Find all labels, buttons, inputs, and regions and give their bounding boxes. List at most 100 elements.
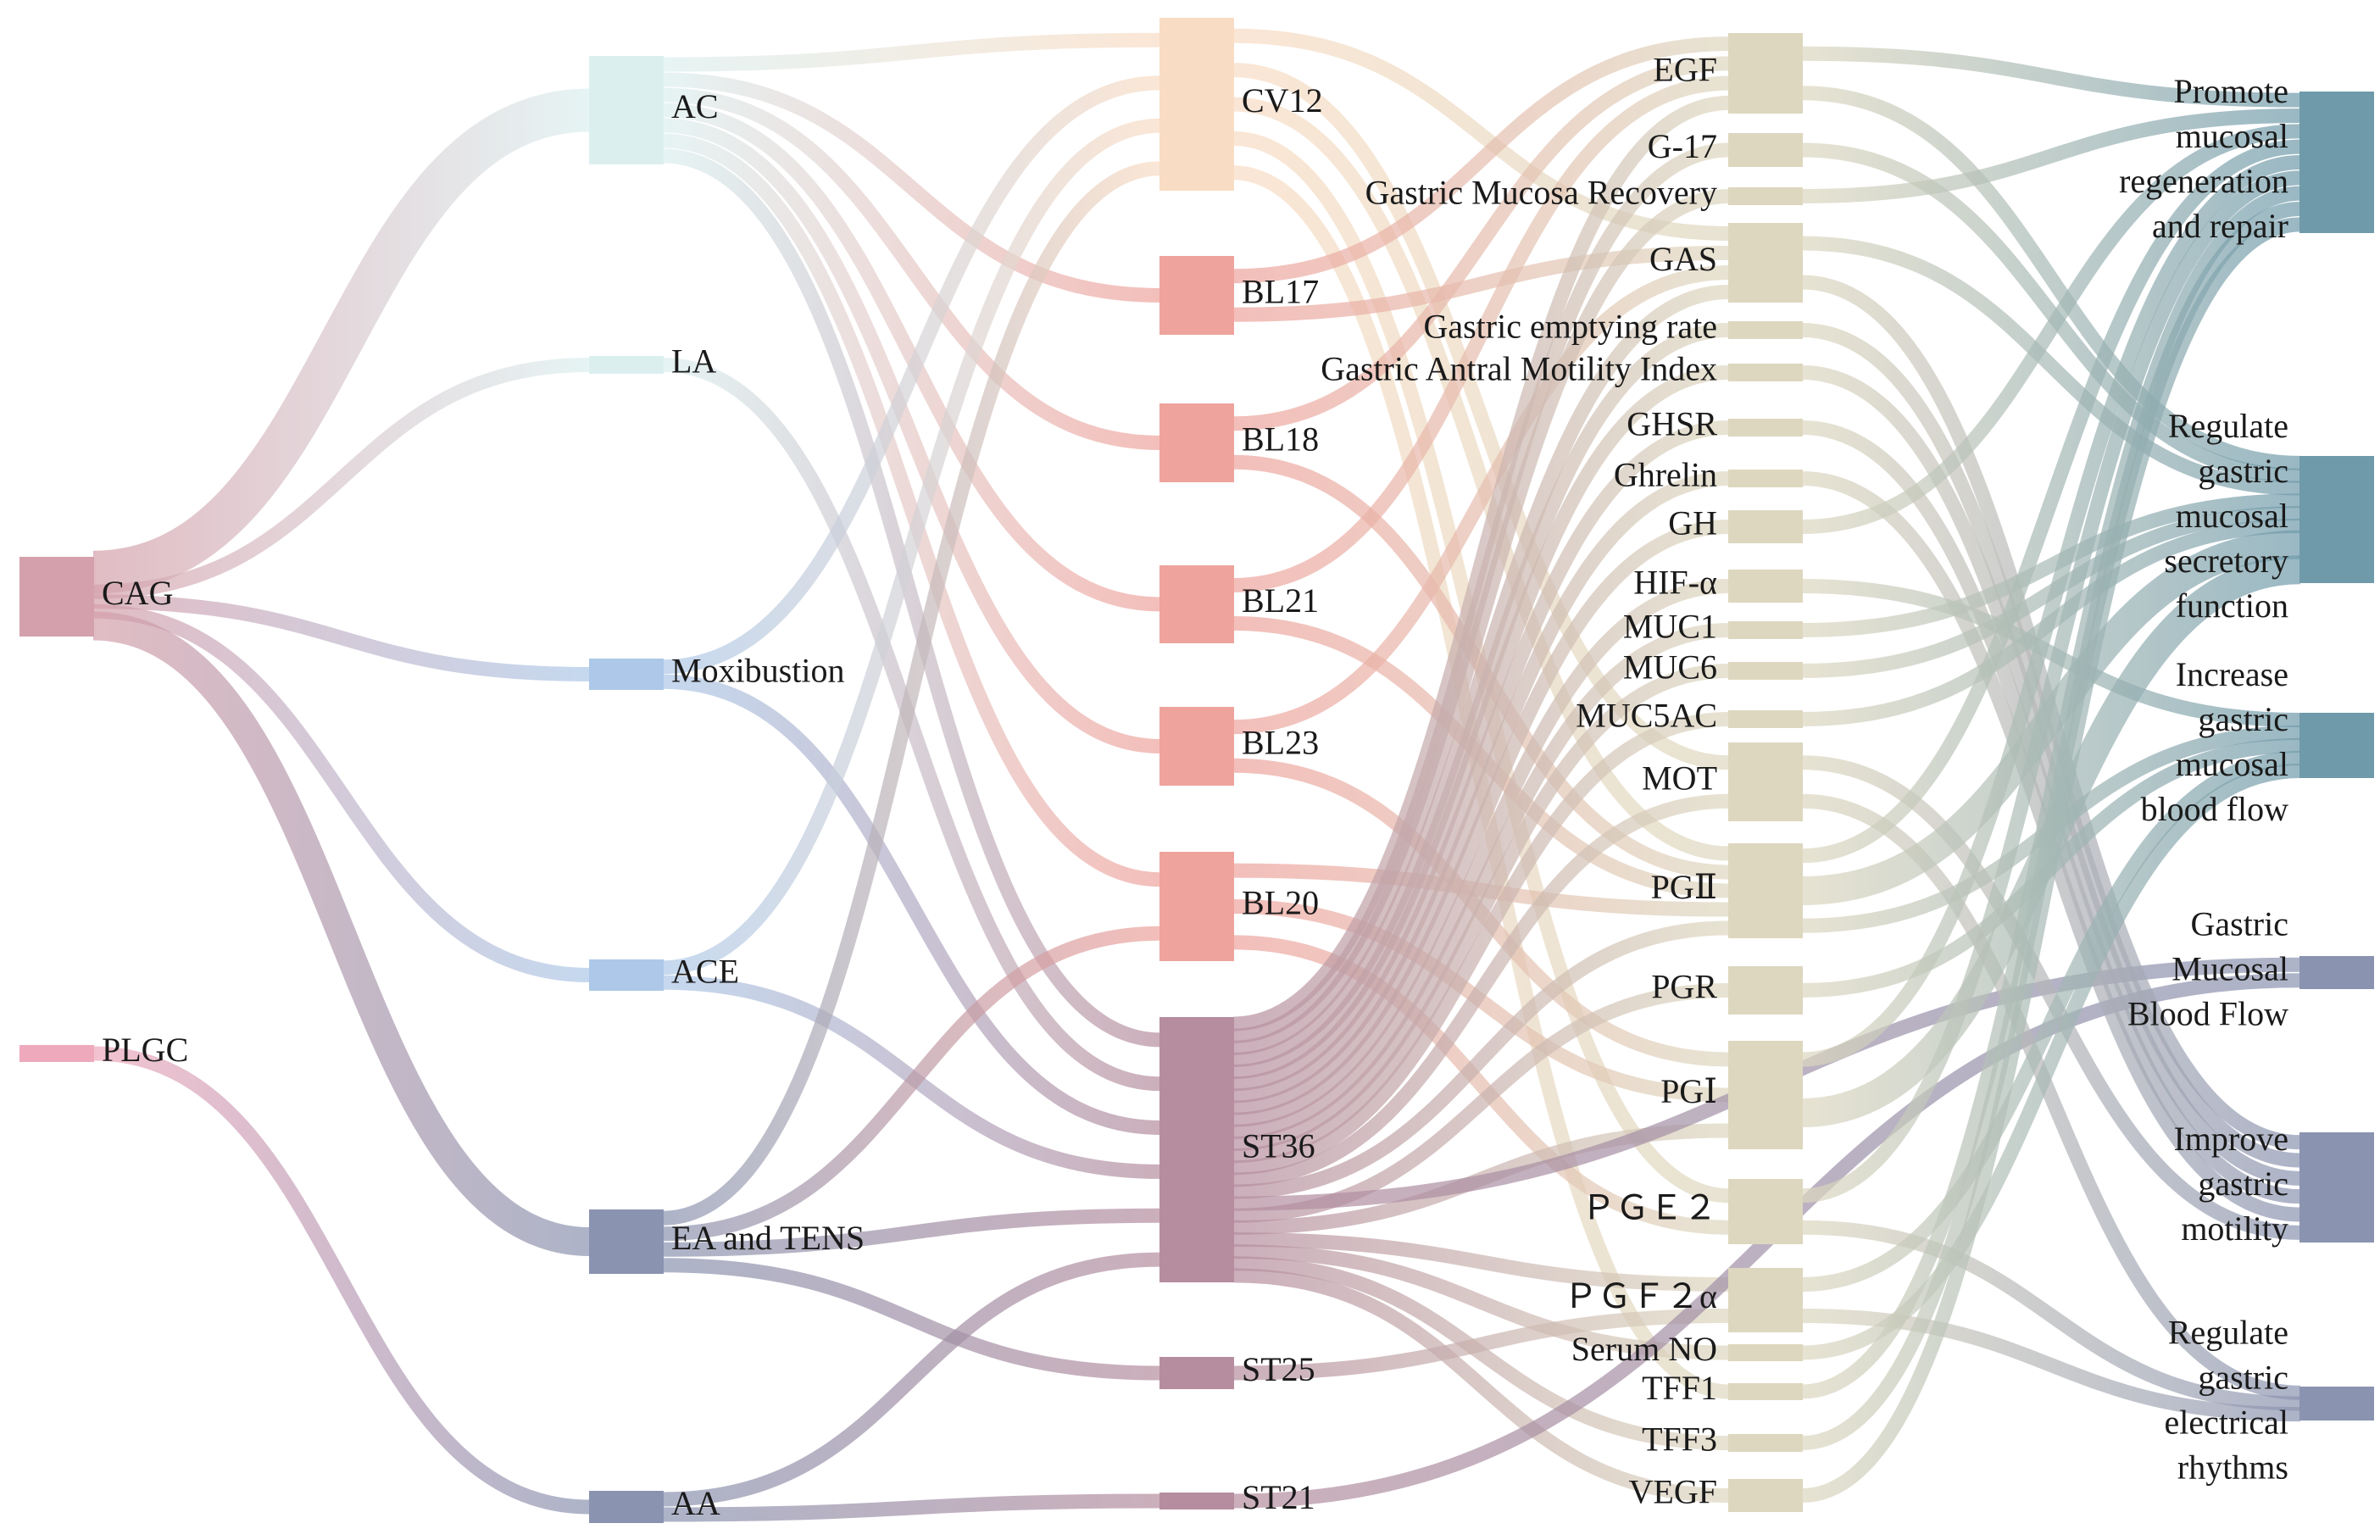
node-Increase gastric mucosal blood flow: [2299, 713, 2374, 778]
node-Gastric Antral Motility Index: [1728, 364, 1803, 381]
node-label-Gastric Mucosal Blood Flow: GastricMucosalBlood Flow: [2127, 905, 2288, 1033]
node-AA: [589, 1491, 664, 1523]
link-BL21-to-EGF: [1232, 75, 1730, 592]
link-PGⅡ-to-Regulate gastric mucosal secretory function: [1801, 530, 2301, 905]
link-CV12-to-MOT: [1232, 63, 1730, 770]
node-label-TFF3: TFF3: [1642, 1420, 1717, 1459]
node-PLGC: [19, 1045, 94, 1062]
node-ST21: [1159, 1493, 1234, 1509]
node-label-MUC5AC: MUC5AC: [1576, 697, 1717, 735]
node-Regulate gastric electrical rhythms: [2299, 1387, 2374, 1420]
node-label-MUC6: MUC6: [1623, 648, 1717, 687]
node-MUC1: [1728, 621, 1803, 639]
node-label-Ghrelin: Ghrelin: [1614, 456, 1717, 494]
node-Gastric Mucosal Blood Flow: [2299, 956, 2374, 989]
node-BL17: [1159, 256, 1234, 335]
node-label-Increase gastric mucosal blood flow: Increasegastricmucosalblood flow: [2141, 655, 2289, 828]
link-ST36-to-GHSR: [1232, 420, 1730, 1104]
link-ACE-to-CV12: [662, 118, 1161, 976]
link-ST36-to-Gastric Antral Motility Index: [1232, 365, 1730, 1092]
node-label-PGⅠ: PGⅠ: [1660, 1072, 1717, 1110]
link-AC-to-BL20: [662, 133, 1161, 887]
node-PGR: [1728, 966, 1803, 1015]
node-label-MOT: MOT: [1642, 759, 1717, 798]
node-VEGF: [1728, 1479, 1803, 1512]
node-label-ST21: ST21: [1242, 1478, 1315, 1516]
link-HIF-α-to-Increase gastric mucosal blood flow: [1801, 579, 2301, 727]
link-ST36-to-TFF3: [1232, 1256, 1730, 1450]
node-label-HIF-α: HIF-α: [1633, 564, 1717, 602]
node-label-CAG: CAG: [102, 574, 173, 612]
node-label-BL21: BL21: [1242, 581, 1319, 620]
link-PGⅡ-to-Promote mucosal regeneration and repair: [1801, 139, 2301, 864]
node-label-GAS: GAS: [1649, 240, 1717, 278]
link-BL23-to-GAS: [1232, 265, 1730, 735]
node-Gastric Mucosa Recovery: [1728, 187, 1803, 205]
link-ST36-to-MUC5AC: [1232, 712, 1730, 1176]
node-label-ACE: ACE: [671, 953, 739, 991]
link-EA and TENS-to-CV12: [662, 161, 1161, 1226]
link-ST36-to-PGF2α: [1232, 1232, 1730, 1292]
link-AC-to-ST36: [662, 148, 1161, 1048]
node-label-Regulate gastric mucosal secretory function: Regulategastricmucosalsecretoryfunction: [2164, 407, 2288, 625]
node-Regulate gastric mucosal secretory function: [2299, 456, 2374, 583]
node-ST25: [1159, 1357, 1234, 1389]
link-AC-to-BL17: [662, 72, 1161, 303]
link-BL18-to-EGF: [1232, 56, 1730, 431]
node-label-Gastric Mucosa Recovery: Gastric Mucosa Recovery: [1365, 174, 1717, 212]
node-MUC6: [1728, 662, 1803, 680]
node-TFF3: [1728, 1434, 1803, 1452]
link-AA-to-ST36: [662, 1252, 1161, 1507]
link-MUC1-to-Regulate gastric mucosal secretory function: [1801, 493, 2301, 637]
node-label-AC: AC: [671, 87, 719, 125]
node-Improve gastric motility: [2299, 1132, 2374, 1243]
link-ST36-to-MUC6: [1232, 664, 1730, 1164]
link-ST36-to-GH: [1232, 520, 1730, 1127]
node-PGⅡ: [1728, 843, 1803, 938]
link-MOT-to-Improve gastric motility: [1801, 755, 2301, 1240]
link-ST36-to-MUC1: [1232, 623, 1730, 1151]
node-label-BL20: BL20: [1242, 884, 1319, 922]
node-label-LA: LA: [671, 342, 716, 381]
node-EGF: [1728, 33, 1803, 114]
link-PGF2α-to-Increase gastric mucosal blood flow: [1801, 751, 2301, 1292]
node-BL20: [1159, 852, 1234, 961]
links-layer: [92, 28, 2301, 1522]
link-AC-to-BL18: [662, 87, 1161, 450]
link-PLGC-to-AA: [92, 1046, 591, 1515]
node-label-ST36: ST36: [1242, 1127, 1315, 1165]
link-BL17-to-EGF: [1232, 36, 1730, 284]
node-label-MUC1: MUC1: [1623, 608, 1717, 646]
node-label-GH: GH: [1668, 504, 1717, 542]
node-GAS: [1728, 223, 1803, 303]
node-label-VEGF: VEGF: [1629, 1473, 1717, 1511]
node-GH: [1728, 510, 1803, 543]
node-label-PLGC: PLGC: [102, 1031, 188, 1069]
link-ST36-to-VEGF: [1232, 1268, 1730, 1503]
link-MOT-to-Regulate gastric electrical rhythms: [1801, 793, 2301, 1400]
link-BL17-to-GAS: [1232, 246, 1730, 322]
node-Ghrelin: [1728, 470, 1803, 487]
link-EGF-to-Regulate gastric mucosal secretory function: [1801, 86, 2301, 470]
node-BL21: [1159, 565, 1234, 643]
node-BL23: [1159, 707, 1234, 786]
node-CAG: [19, 557, 94, 637]
link-EA and TENS-to-BL20: [662, 926, 1161, 1242]
node-label-Improve gastric motility: Improvegastricmotility: [2173, 1120, 2288, 1248]
link-ST36-to-Gastric Mucosa Recovery: [1232, 189, 1730, 1055]
node-label-Serum NO: Serum NO: [1571, 1330, 1717, 1368]
node-AC: [589, 56, 664, 164]
link-EA and TENS-to-ST25: [662, 1258, 1161, 1381]
node-label-ST25: ST25: [1242, 1350, 1315, 1388]
node-BL18: [1159, 403, 1234, 482]
node-ST36: [1159, 1017, 1234, 1282]
node-label-CV12: CV12: [1242, 81, 1323, 120]
link-ST36-to-Gastric emptying rate: [1232, 323, 1730, 1080]
node-Serum NO: [1728, 1344, 1803, 1361]
node-label-PGE2: ＰＧＥ２: [1582, 1189, 1717, 1227]
link-AC-to-BL23: [662, 118, 1161, 753]
node-ACE: [589, 959, 664, 991]
node-label-BL23: BL23: [1242, 724, 1319, 762]
